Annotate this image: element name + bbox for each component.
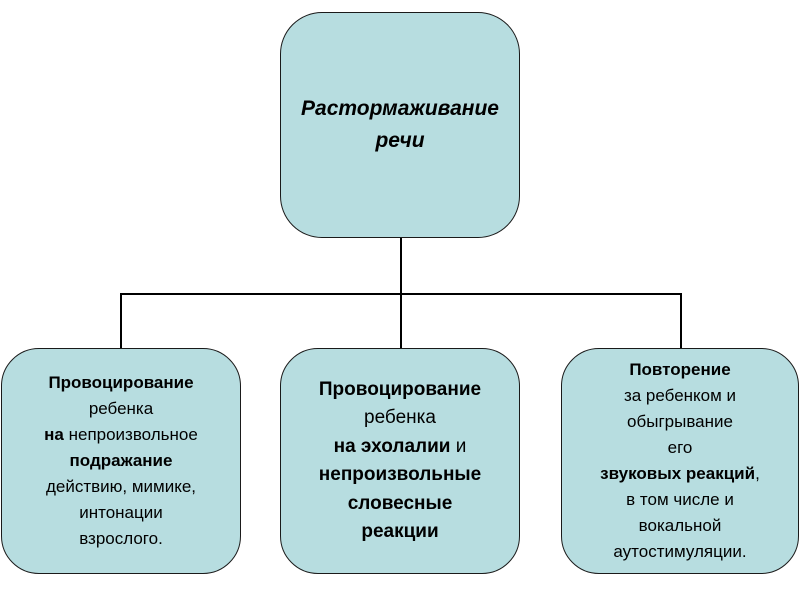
child2-line-4: непроизвольные: [318, 464, 482, 485]
child2-line-3: на эхолалии и: [334, 433, 467, 462]
child3-line-1: Повторение: [629, 360, 731, 379]
child2-line-3-rest: и: [450, 435, 467, 457]
child1-line-1: Провоцирование: [48, 373, 194, 392]
child1-line-6: интонации: [79, 503, 163, 522]
child2-line-3-bold: на эхолалии: [333, 435, 451, 457]
child3-line-2: за ребенком и: [623, 386, 737, 405]
child1-line-3-rest: непроизвольное: [63, 425, 198, 444]
root-line-2: речи: [375, 129, 425, 152]
child3-line-5-bold: звуковых реакций: [600, 464, 756, 483]
root-line-1: Растормаживание: [301, 97, 499, 120]
child3-line-8: аутостимуляции.: [613, 542, 747, 561]
child3-line-3: обыгрывание: [627, 412, 733, 431]
child1-line-5: действию, мимике,: [45, 477, 197, 496]
child1-line-3-bold: на: [44, 425, 64, 444]
child-node-provoking-echolalia: Провоцирование ребенка на эхолалии и неп…: [280, 348, 520, 574]
root-node-speech-disinhibition: Растормаживание речи: [280, 12, 520, 238]
child1-line-7: взрослого.: [79, 529, 163, 548]
child1-line-2: ребенка: [88, 399, 154, 418]
child2-line-1: Провоцирование: [318, 378, 482, 400]
child2-line-5: словесные: [347, 492, 453, 514]
child2-line-2: ребенка: [364, 407, 436, 428]
child2-line-6: реакции: [361, 521, 439, 542]
child1-line-4: подражание: [69, 451, 173, 470]
child-node-provoking-imitation: Провоцирование ребенка на непроизвольное…: [1, 348, 241, 574]
child3-line-7: вокальной: [638, 516, 722, 535]
child1-line-3: на непроизвольное: [44, 422, 198, 448]
child3-line-5-rest: ,: [755, 464, 760, 483]
child3-line-5: звуковых реакций,: [600, 461, 760, 487]
child3-line-6: в том числе и: [626, 490, 734, 509]
child3-line-4: его: [667, 438, 693, 457]
child-node-repetition-sound-reactions: Повторение за ребенком и обыгрывание его…: [561, 348, 799, 574]
